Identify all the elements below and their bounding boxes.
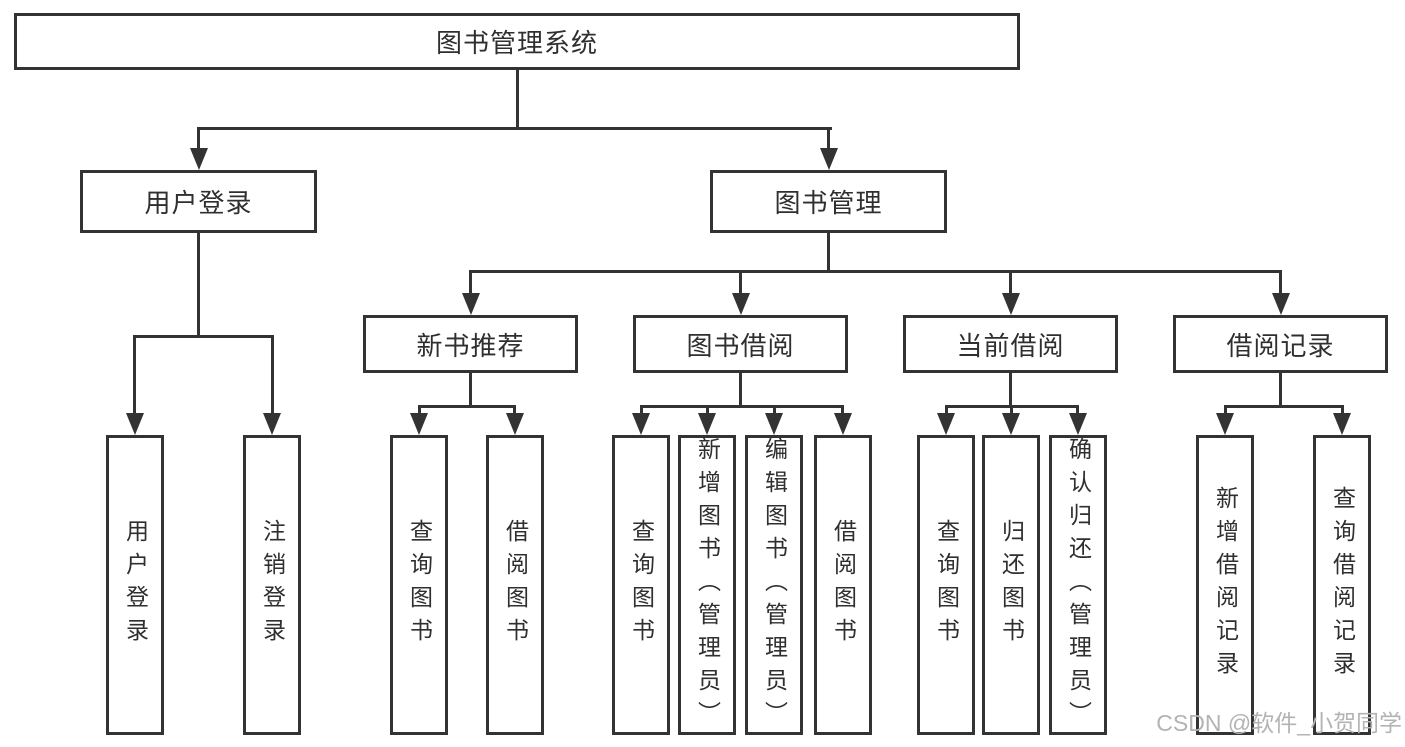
connector-user-login-rail (133, 335, 274, 338)
connector-stem (739, 373, 742, 405)
arrowhead-down-icon (698, 413, 716, 435)
connector-drop (197, 127, 200, 150)
leaf-add-book-admin: 新增图书（管理员） (678, 435, 736, 735)
connector-drop (739, 270, 742, 293)
arrowhead-down-icon (263, 413, 281, 435)
csdn-watermark: CSDN @软件_小贺同学 (1156, 710, 1402, 736)
leaf-label: 借阅图书 (830, 519, 857, 651)
leaf-label: 归还图书 (998, 519, 1025, 651)
leaf-label: 查询图书 (933, 519, 960, 651)
arrowhead-down-icon (1333, 413, 1351, 435)
arrowhead-down-icon (732, 293, 750, 315)
connector-drop (1076, 405, 1079, 415)
arrowhead-down-icon (126, 413, 144, 435)
arrowhead-down-icon (506, 413, 524, 435)
leaf-label: 编辑图书（管理员） (761, 436, 788, 734)
leaf-edit-book-admin: 编辑图书（管理员） (745, 435, 803, 735)
connector-root-stem (516, 70, 519, 127)
connector-drop (945, 405, 948, 415)
leaf-user-login: 用户登录 (106, 435, 164, 735)
arrowhead-down-icon (937, 413, 955, 435)
connector-drop (841, 405, 844, 415)
arrowhead-down-icon (820, 148, 838, 170)
connector-drop (1224, 405, 1227, 415)
connector-drop (640, 405, 643, 415)
leaf-borrow-books: 借阅图书 (814, 435, 872, 735)
arrowhead-down-icon (1002, 293, 1020, 315)
leaf-label: 借阅图书 (502, 519, 529, 651)
connector-stem (469, 373, 472, 405)
leaf-confirm-return-admin: 确认归还（管理员） (1049, 435, 1107, 735)
connector-user-login-stem (197, 233, 200, 335)
arrowhead-down-icon (834, 413, 852, 435)
connector-rail (418, 405, 516, 408)
connector-drop (827, 127, 830, 150)
leaf-label: 新增图书（管理员） (694, 436, 721, 734)
arrowhead-down-icon (765, 413, 783, 435)
node-current-borrow: 当前借阅 (903, 315, 1118, 373)
arrowhead-down-icon (190, 148, 208, 170)
leaf-add-borrow-record: 新增借阅记录 (1196, 435, 1254, 735)
node-label: 当前借阅 (956, 330, 1065, 361)
node-label: 图书管理系统 (435, 28, 598, 58)
arrowhead-down-icon (1002, 413, 1020, 435)
node-book-borrow: 图书借阅 (633, 315, 848, 373)
leaf-label: 确认归还（管理员） (1065, 436, 1092, 734)
node-book-management: 图书管理 (710, 170, 947, 233)
leaf-label: 用户登录 (122, 519, 149, 651)
leaf-label: 查询图书 (628, 519, 655, 651)
arrowhead-down-icon (1069, 413, 1087, 435)
node-label: 借阅记录 (1226, 330, 1335, 361)
arrowhead-down-icon (632, 413, 650, 435)
leaf-label: 查询图书 (406, 519, 433, 651)
connector-drop (418, 405, 421, 415)
leaf-label: 查询借阅记录 (1329, 486, 1356, 684)
connector-drop (1279, 270, 1282, 293)
arrowhead-down-icon (1216, 413, 1234, 435)
arrowhead-down-icon (462, 293, 480, 315)
connector-stem (1279, 373, 1282, 405)
leaf-return-books: 归还图书 (982, 435, 1040, 735)
connector-book-mgmt-rail (469, 270, 1282, 273)
connector-stem (1009, 373, 1012, 405)
connector-drop (706, 405, 709, 415)
connector-book-mgmt-stem (827, 233, 830, 270)
connector-drop (773, 405, 776, 415)
connector-drop (1009, 270, 1012, 293)
connector-drop (1341, 405, 1344, 415)
leaf-query-borrow-record: 查询借阅记录 (1313, 435, 1371, 735)
leaf-label: 新增借阅记录 (1212, 486, 1239, 684)
node-library-management-system: 图书管理系统 (14, 13, 1020, 70)
arrowhead-down-icon (1272, 293, 1290, 315)
connector-drop (1010, 405, 1013, 415)
leaf-query-books-borrow: 查询图书 (612, 435, 670, 735)
connector-root-rail (197, 127, 832, 130)
leaf-borrow-books-recommend: 借阅图书 (486, 435, 544, 735)
leaf-query-books-current: 查询图书 (917, 435, 975, 735)
node-label: 图书借阅 (686, 330, 795, 361)
node-label: 新书推荐 (416, 330, 525, 361)
leaf-label: 注销登录 (259, 519, 286, 651)
node-new-book-recommend: 新书推荐 (363, 315, 578, 373)
connector-drop (513, 405, 516, 415)
node-borrow-record: 借阅记录 (1173, 315, 1388, 373)
node-label: 用户登录 (144, 188, 253, 218)
connector-drop (271, 335, 274, 413)
node-label: 图书管理 (774, 188, 883, 218)
arrowhead-down-icon (410, 413, 428, 435)
connector-rail (640, 405, 844, 408)
connector-rail (1224, 405, 1344, 408)
connector-drop (133, 335, 136, 413)
leaf-logout: 注销登录 (243, 435, 301, 735)
node-user-login: 用户登录 (80, 170, 317, 233)
connector-drop (469, 270, 472, 293)
leaf-query-books-recommend: 查询图书 (390, 435, 448, 735)
